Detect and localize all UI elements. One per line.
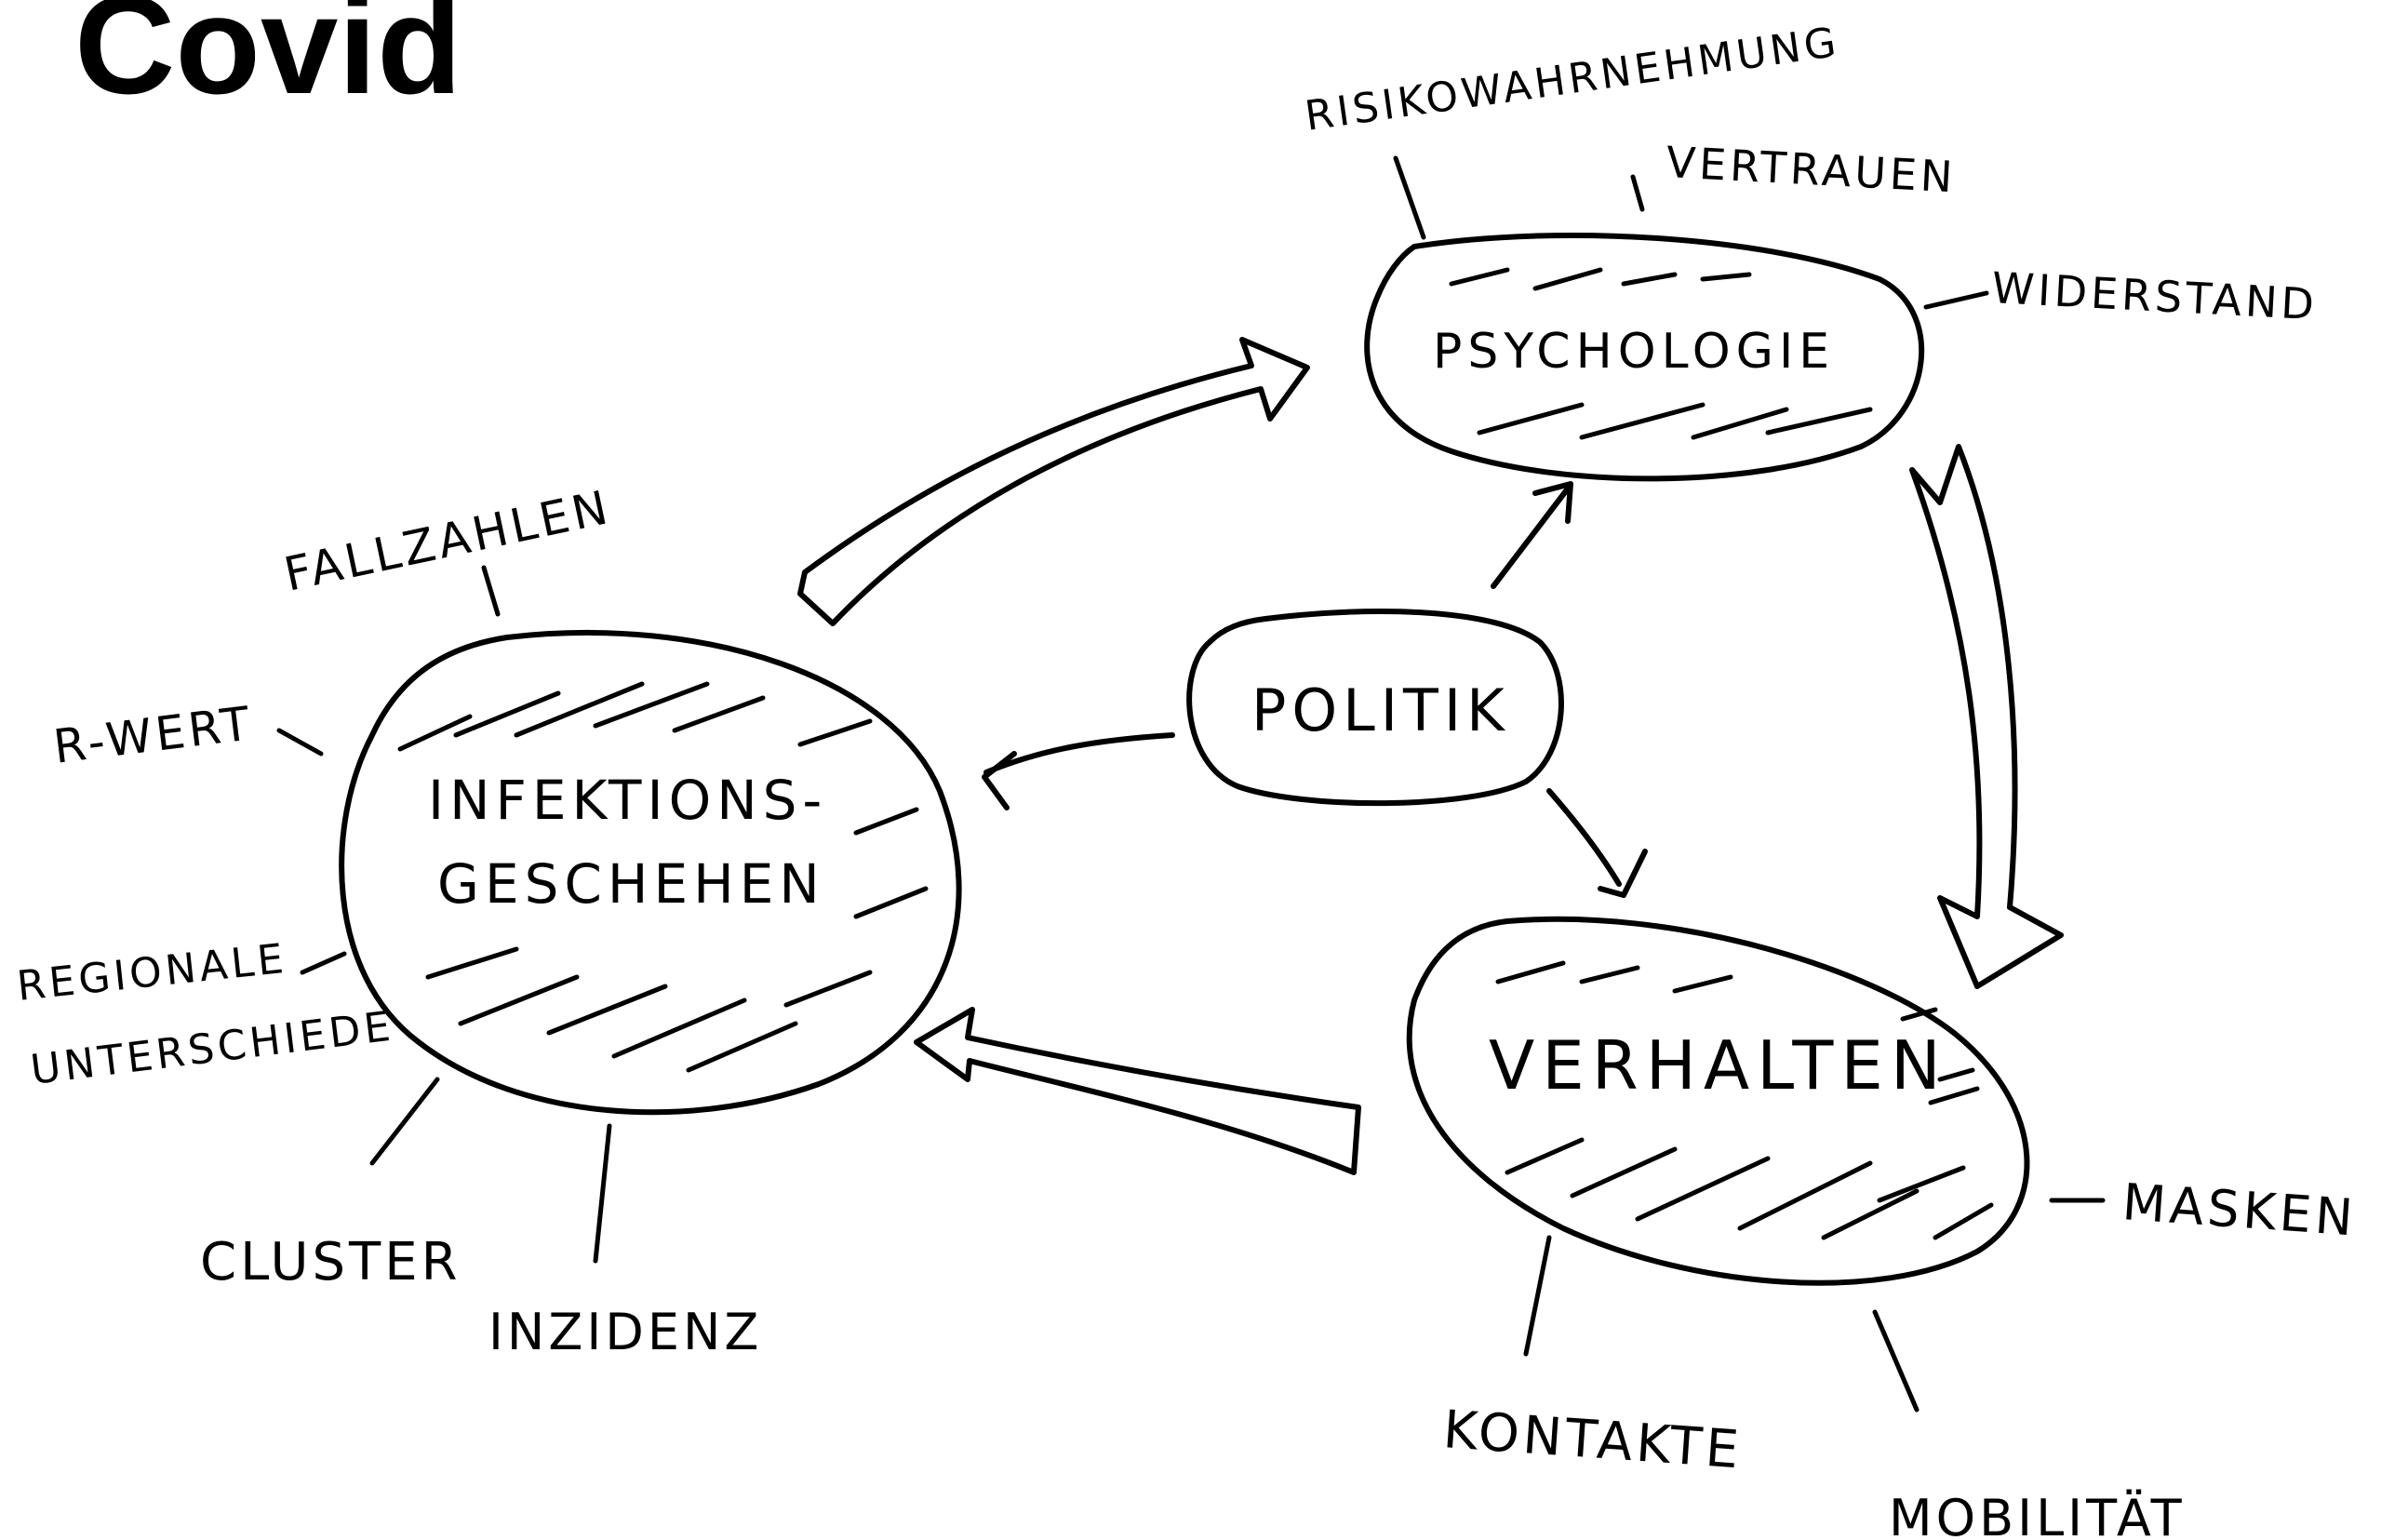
spoke-inzidenz	[593, 1123, 612, 1264]
node-outline	[339, 629, 962, 1116]
factor-kontakte: KONTAKTE	[1441, 1399, 1745, 1480]
spoke-risikowahrnehmung	[1393, 155, 1426, 240]
arrow-politik-to-psychologie	[1491, 481, 1573, 589]
arrow-politik-to-verhalten	[1546, 788, 1648, 898]
node-label-line2: GESCHEHEN	[437, 852, 825, 916]
arrow-psychologie-to-verhalten	[1909, 444, 2064, 989]
node-label: POLITIK	[1251, 676, 1510, 744]
arrow-verhalten-to-infektion	[914, 1007, 1361, 1175]
spoke-cluster	[369, 1077, 440, 1166]
factor-mobilitaet: MOBILITÄT	[1889, 1489, 2186, 1540]
factor-r-wert: R-WERT	[50, 696, 256, 774]
factor-risikowahrnehmung: RISIKOWAHRNEHMUNG	[1302, 19, 1842, 141]
node-outline	[1364, 233, 1924, 482]
factor-unterschiede: UNTERSCHIEDE	[28, 1002, 396, 1093]
node-label: PSYCHOLOGIE	[1433, 324, 1835, 380]
spoke-vertrauen	[1630, 174, 1645, 212]
factor-regionale: REGIONALE	[15, 935, 289, 1011]
node-label: VERHALTEN	[1489, 1026, 1948, 1105]
node-politik: POLITIK	[1186, 609, 1564, 807]
factor-cluster: CLUSTER	[200, 1232, 461, 1292]
factor-inzidenz: INZIDENZ	[488, 1303, 762, 1361]
spoke-fallzahlen	[481, 565, 501, 617]
spoke-regionale	[300, 951, 347, 975]
node-verhalten: VERHALTEN	[1406, 916, 2030, 1286]
spoke-mobilitaet	[1872, 1309, 1920, 1413]
node-label-line1: INFEKTIONS-	[428, 769, 827, 832]
arrow-politik-to-infektion	[982, 732, 1175, 810]
spoke-r-wert	[276, 728, 324, 757]
factor-fallzahlen: FALLZAHLEN	[279, 480, 615, 602]
page-title: Covid	[74, 0, 462, 123]
factor-vertrauen: VERTRAUEN	[1665, 137, 1957, 202]
arrow-infektion-to-psychologie	[797, 337, 1310, 626]
factor-masken: MASKEN	[2120, 1172, 2359, 1247]
node-infektionsgeschehen: INFEKTIONS- GESCHEHEN	[339, 629, 962, 1116]
node-outline	[1406, 916, 2030, 1286]
factor-widerstand: WIDERSTAND	[1990, 262, 2319, 329]
node-psychologie: PSYCHOLOGIE	[1364, 233, 1924, 482]
hatching	[1449, 267, 1873, 440]
spoke-kontakte	[1523, 1235, 1552, 1357]
spoke-widerstand	[1923, 290, 1989, 310]
hatching	[397, 681, 929, 1073]
node-outline	[1186, 609, 1564, 807]
hatching	[1495, 960, 1994, 1240]
